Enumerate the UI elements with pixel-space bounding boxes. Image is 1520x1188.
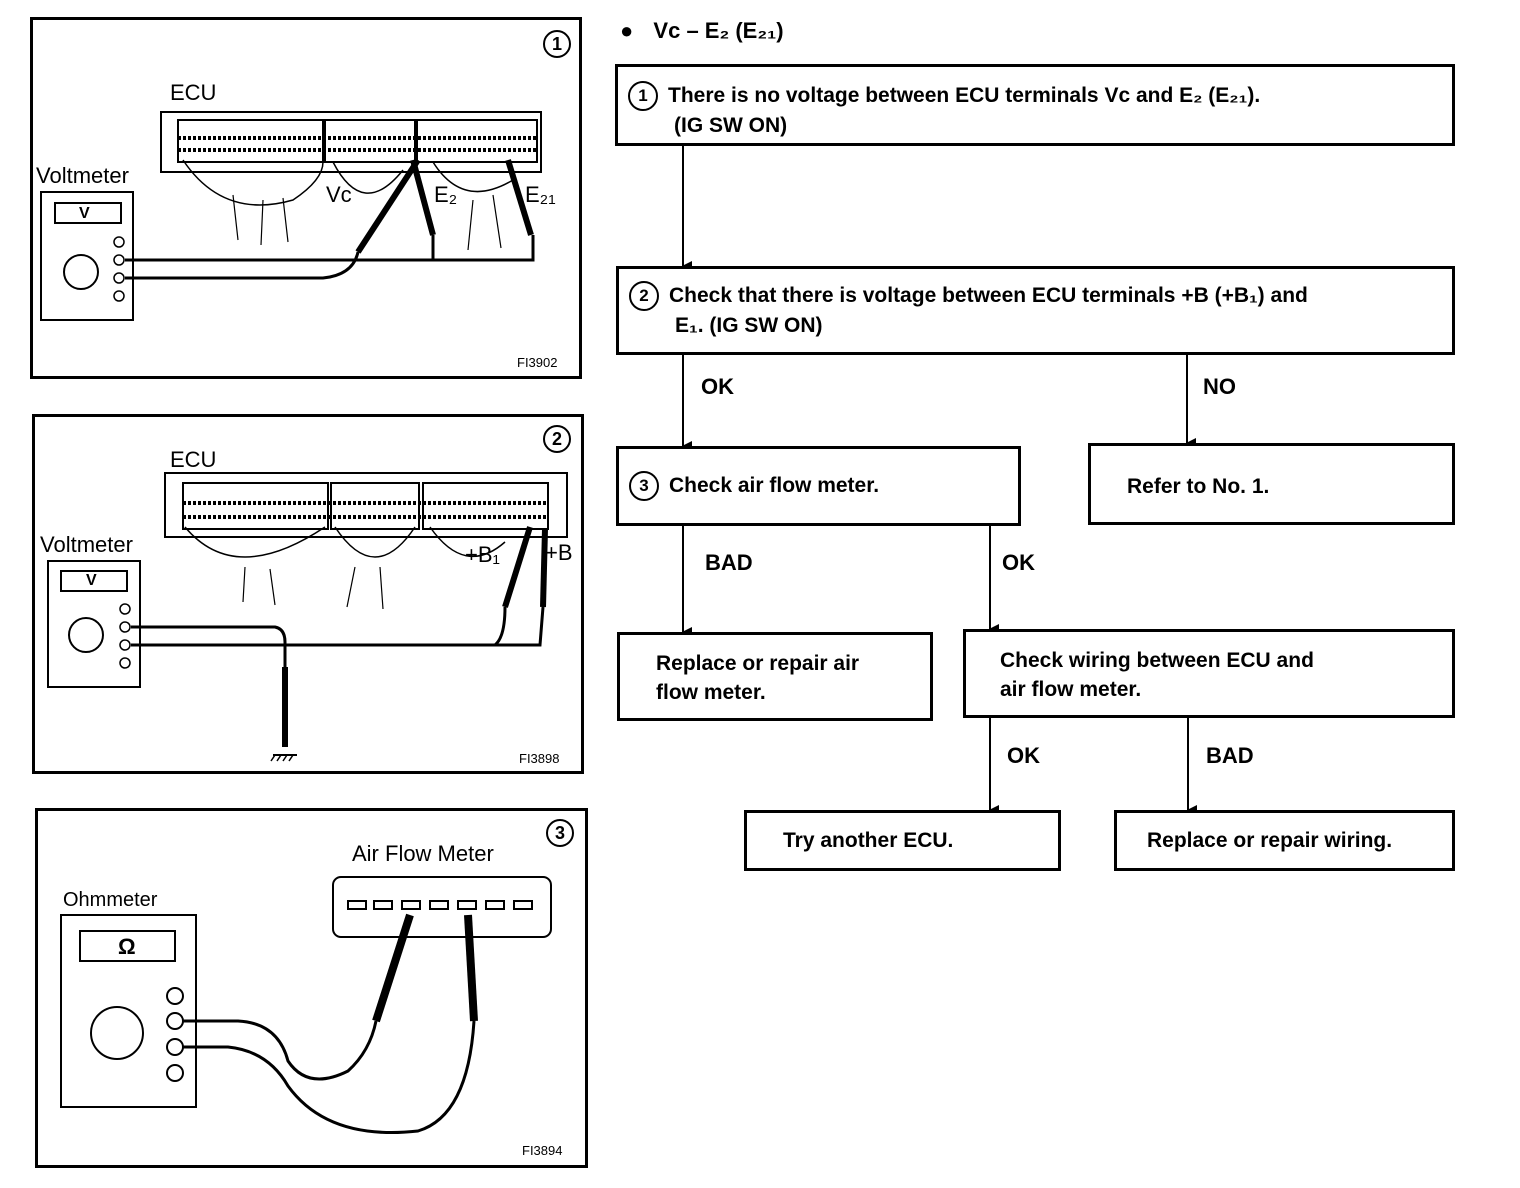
step-2-box: 2 Check that there is voltage between ECU… — [616, 266, 1455, 355]
replace-afm-box: Replace or repair air flow meter. — [617, 632, 933, 721]
step-1-line1: There is no voltage between ECU terminal… — [668, 84, 1261, 107]
air-flow-meter-label: Air Flow Meter — [352, 841, 494, 866]
section-heading: ● Vc – E₂ (E₂₁) — [620, 18, 784, 44]
ecu-label: ECU — [170, 447, 217, 472]
voltmeter-display: V — [86, 572, 97, 589]
branch-label-bad: BAD — [705, 550, 753, 575]
ecu-label: ECU — [170, 80, 217, 105]
figure-1-panel: 1 ECU Voltmeter Vc E₂ E₂₁ V FI3902 — [30, 17, 582, 379]
ohmmeter-label: Ohmmeter — [63, 889, 158, 911]
branch-label-bad: BAD — [1206, 743, 1254, 768]
voltmeter-display: V — [79, 205, 90, 222]
check-wiring-line2: air flow meter. — [1000, 678, 1142, 701]
branch-label-ok: OK — [701, 374, 734, 399]
try-ecu-text: Try another ECU. — [783, 829, 954, 852]
figure-id: FI3898 — [519, 751, 560, 766]
terminal-label-vc: Vc — [326, 182, 352, 207]
step-number: 3 — [629, 471, 659, 502]
step-3-text: Check air flow meter. — [669, 474, 880, 497]
step-2-line1: Check that there is voltage between ECU … — [669, 284, 1308, 307]
replace-wiring-box: Replace or repair wiring. — [1114, 810, 1455, 871]
figure-number: 3 — [546, 819, 574, 847]
step-1-box: 1 There is no voltage between ECU termina… — [615, 64, 1455, 146]
voltmeter-label: Voltmeter — [40, 532, 133, 557]
step-3-box: 3 Check air flow meter. — [616, 446, 1021, 526]
figure-2-panel: 2 ECU Voltmeter +B₁ +B V FI3898 — [32, 414, 584, 774]
check-wiring-box: Check wiring between ECU and air flow me… — [963, 629, 1455, 718]
terminal-label-b: +B — [545, 540, 573, 565]
step-2-line2: E₁. (IG SW ON) — [675, 314, 823, 338]
figure-number: 2 — [543, 425, 571, 453]
ecu-voltmeter-diagram-1 — [40, 111, 542, 321]
refer-text: Refer to No. 1. — [1127, 475, 1270, 498]
branch-label-ok: OK — [1002, 550, 1035, 575]
refer-box: Refer to No. 1. — [1088, 443, 1455, 525]
branch-label-ok: OK — [1007, 743, 1040, 768]
step-number: 2 — [629, 281, 659, 312]
replace-afm-line1: Replace or repair air — [656, 652, 860, 675]
heading-text: Vc – E₂ (E₂₁) — [653, 18, 784, 43]
terminal-label-e2: E₂ — [434, 182, 458, 207]
figure-id: FI3902 — [517, 355, 558, 370]
figure-number: 1 — [543, 30, 571, 58]
branch-label-no: NO — [1203, 374, 1236, 399]
ohmmeter-diagram — [60, 876, 552, 1135]
check-wiring-line1: Check wiring between ECU and — [1000, 649, 1314, 672]
voltmeter-label: Voltmeter — [36, 163, 129, 188]
ohmmeter-display: Ω — [118, 934, 136, 959]
step-1-line2: (IG SW ON) — [674, 114, 788, 138]
figure-3-panel: 3 Air Flow Meter Ohmmeter E₂ Vc Ω FI3894 — [35, 808, 588, 1168]
replace-wiring-text: Replace or repair wiring. — [1147, 829, 1393, 852]
bullet-icon: ● — [620, 18, 634, 43]
try-ecu-box: Try another ECU. — [744, 810, 1061, 871]
ecu-voltmeter-diagram-2 — [47, 472, 568, 762]
figure-id: FI3894 — [522, 1143, 563, 1158]
step-number: 1 — [628, 81, 658, 112]
replace-afm-line2: flow meter. — [656, 681, 766, 704]
terminal-label-e21: E₂₁ — [525, 182, 556, 207]
